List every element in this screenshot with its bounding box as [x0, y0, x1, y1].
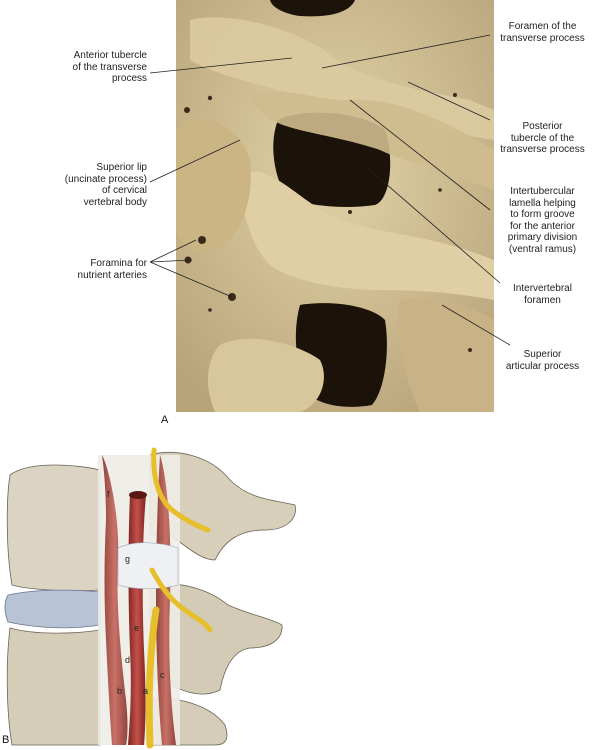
upper-transverse-process	[149, 452, 296, 561]
panel-letter-b: B	[2, 734, 10, 746]
nerve-a	[145, 606, 160, 749]
nerve-lower	[149, 567, 213, 633]
mark-e: e	[134, 623, 139, 633]
label-anterior-tubercle: Anterior tubercle of the transverse proc…	[72, 50, 147, 84]
mark-d: d	[125, 655, 130, 665]
mark-g: g	[125, 554, 130, 564]
label-posterior-tubercle: Posterior tubercle of the transverse pro…	[500, 121, 585, 155]
lower-vertebral-body	[6, 627, 101, 746]
label-superior-lip: Superior lip (uncinate process) of cervi…	[64, 162, 147, 208]
intervertebral-disc	[4, 589, 101, 629]
mark-c: c	[160, 670, 165, 680]
label-foramina-nutrient: Foramina for nutrient arteries	[77, 258, 147, 281]
label-foramen-transverse: Foramen of the transverse process	[500, 21, 585, 44]
panel-letter-a: A	[161, 414, 169, 426]
label-superior-articular: Superior articular process	[505, 349, 580, 372]
mark-f: f	[107, 489, 110, 499]
label-intertubercular-lamella: Intertubercular lamella helping to form …	[507, 186, 578, 255]
drawing-panel-b: f g e d b a c	[4, 447, 296, 749]
muscle-longus-c	[156, 455, 176, 745]
upper-vertebral-body	[6, 464, 101, 592]
label-intervertebral-foramen: Intervertebral foramen	[513, 283, 572, 306]
photo-panel-a	[176, 0, 494, 412]
nerve-upper	[151, 447, 211, 533]
muscle-longus-b	[102, 455, 128, 745]
mark-a: a	[143, 686, 148, 696]
leader-lines-a	[149, 34, 511, 346]
dark-gap-top	[270, 0, 355, 17]
ligament-g	[117, 542, 179, 590]
mark-b: b	[117, 686, 122, 696]
